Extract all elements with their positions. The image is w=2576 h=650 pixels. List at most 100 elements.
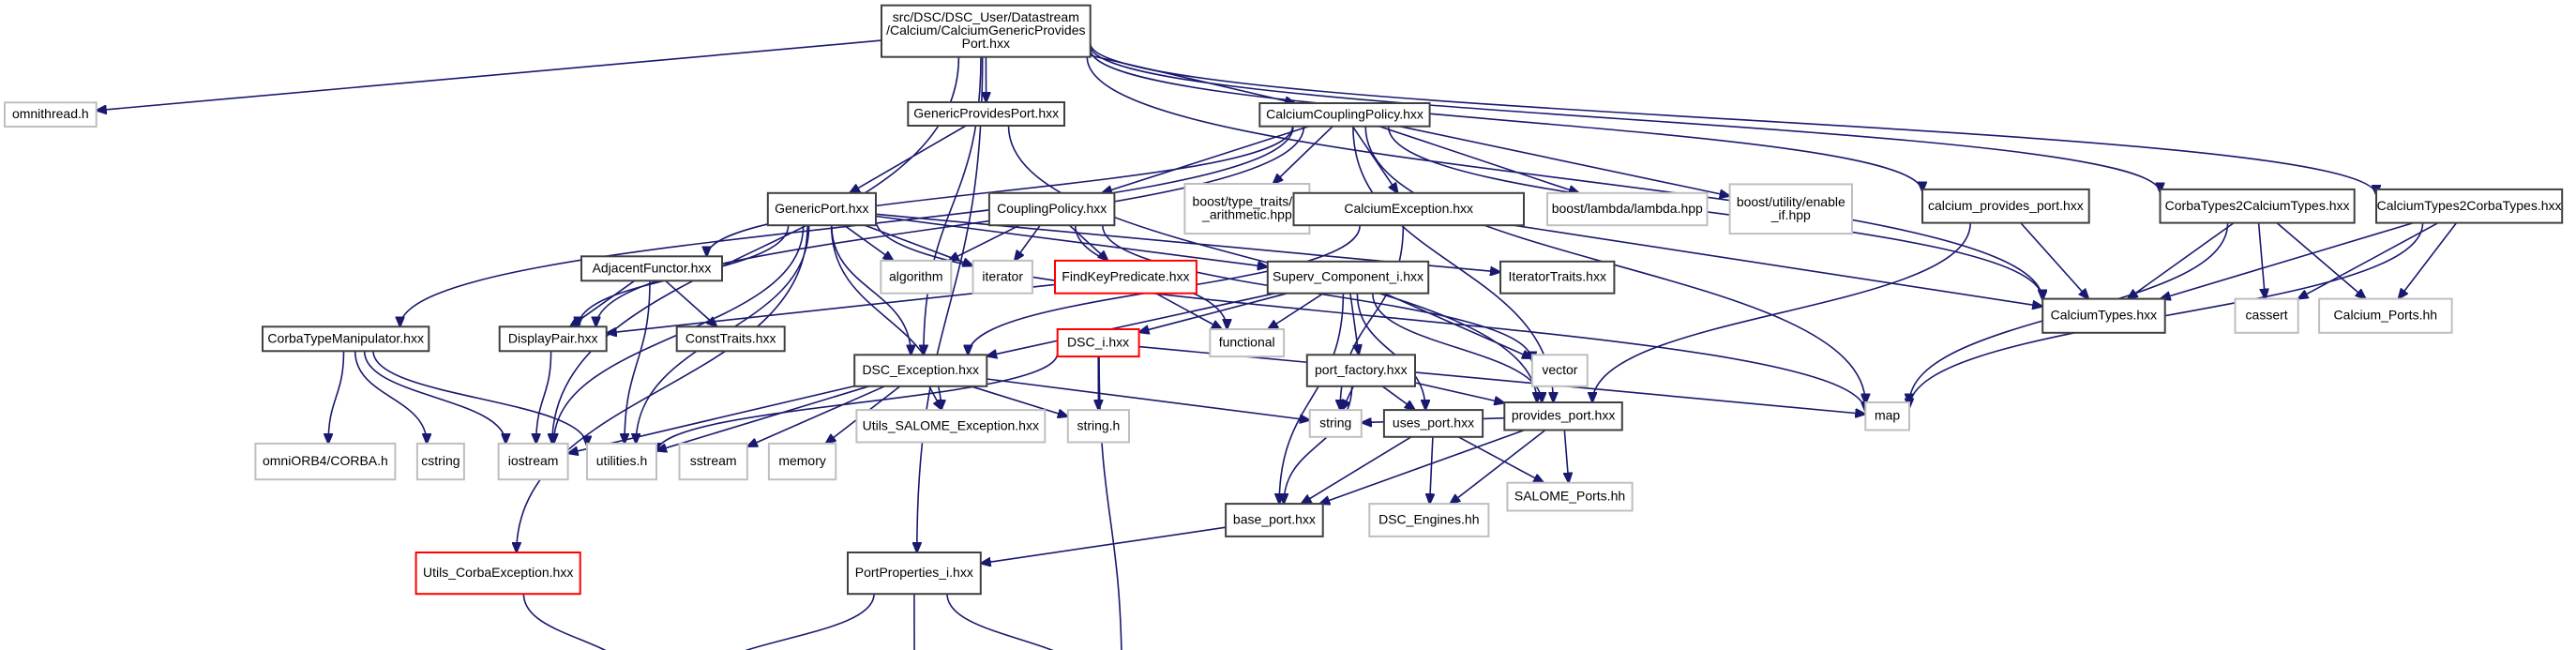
node-label: iostream [508, 453, 559, 468]
node-FindKeyPredicate[interactable]: FindKeyPredicate.hxx [1054, 259, 1198, 295]
edge-PortProperties_i-to-DSC_Basic [946, 594, 1054, 650]
node-label: string.h [1077, 417, 1120, 432]
node-provides_port[interactable]: provides_port.hxx [1503, 401, 1623, 431]
node-CorbaTypeManipulator[interactable]: CorbaTypeManipulator.hxx [262, 325, 430, 353]
edge-CalciumCouplingPolicy-to-lambda [1378, 125, 1579, 193]
node-label: DSC_Exception.hxx [862, 362, 979, 377]
node-cassert: cassert [2234, 297, 2299, 334]
node-box [855, 409, 1047, 444]
node-DSC_i[interactable]: DSC_i.hxx [1056, 328, 1140, 358]
node-is_arithmetic: boost/type_traits/is_arithmetic.hpp [1183, 183, 1311, 235]
edge-DSC_Exception-to-string_h [971, 385, 1068, 416]
edge-root-to-CalciumTypes [1086, 56, 2042, 300]
node-GenericProvidesPort[interactable]: GenericProvidesPort.hxx [907, 101, 1065, 127]
edge-DSC_Exception-to-sstream [747, 385, 885, 446]
node-GenericPort[interactable]: GenericPort.hxx [766, 191, 877, 227]
node-vector: vector [1530, 354, 1589, 387]
node-port_factory[interactable]: port_factory.hxx [1305, 354, 1417, 387]
node-base_port[interactable]: base_port.hxx [1225, 503, 1324, 537]
edge-calcium_provides_port-to-CalciumTypes [2020, 222, 2089, 299]
node-CalciumException[interactable]: CalciumException.hxx [1292, 191, 1525, 227]
node-CalciumCouplingPolicy[interactable]: CalciumCouplingPolicy.hxx [1258, 102, 1431, 128]
node-DisplayPair[interactable]: DisplayPair.hxx [498, 325, 608, 353]
edge-AdjacentFunctor-to-DisplayPair [570, 280, 636, 326]
edge-DSC_Exception-to-string [987, 378, 1310, 420]
edge-uses_port-to-base_port [1302, 436, 1412, 504]
edge-CorbaTypeManipulator-to-cstring [354, 351, 427, 444]
node-Superv_Component_i[interactable]: Superv_Component_i.hxx [1266, 260, 1430, 295]
node-CalciumTypes[interactable]: CalciumTypes.hxx [2041, 297, 2166, 334]
node-box [586, 442, 657, 481]
edge-CorbaTypes2CalciumTypes-to-CalciumTypes [2128, 221, 2235, 299]
edge-GenericPort-to-map [875, 219, 1865, 412]
node-box [907, 101, 1065, 127]
node-label: AdjacentFunctor.hxx [593, 260, 712, 275]
node-label: src/DSC/DSC_User/Datastream [893, 9, 1079, 24]
node-memory: memory [767, 442, 837, 481]
edge-DSC_Exception-to-iostream [568, 385, 855, 454]
node-label: cstring [421, 453, 459, 468]
node-box [1066, 409, 1131, 444]
edge-GenericPort-to-algorithm [843, 224, 893, 261]
node-iostream: iostream [497, 442, 569, 481]
node-lambda: boost/lambda/lambda.hpp [1546, 191, 1709, 227]
node-box [987, 191, 1116, 227]
edge-CalciumCouplingPolicy-to-provides_port [1352, 126, 1554, 402]
node-box [1530, 354, 1589, 387]
node-DSC_Engines: DSC_Engines.hh [1368, 503, 1490, 537]
node-uses_port[interactable]: uses_port.hxx [1382, 409, 1484, 438]
node-label: DisplayPair.hxx [508, 330, 598, 345]
node-CorbaTypes2CalciumTypes[interactable]: CorbaTypes2CalciumTypes.hxx [2159, 188, 2356, 224]
edge-AdjacentFunctor-to-ConstTraits [665, 280, 717, 326]
node-PortProperties_i[interactable]: PortProperties_i.hxx [847, 552, 982, 596]
edge-CorbaTypeManipulator-to-iostream [363, 351, 506, 444]
node-CouplingPolicy[interactable]: CouplingPolicy.hxx [987, 191, 1116, 227]
node-box [1382, 409, 1484, 438]
nodes-layer: src/DSC/DSC_User/Datastream/Calcium/Calc… [4, 4, 2564, 596]
edge-DSC_i-to-DSC_Basic [1098, 356, 1122, 650]
node-root[interactable]: src/DSC/DSC_User/Datastream/Calcium/Calc… [881, 4, 1092, 58]
node-Utils_CorbaException[interactable]: Utils_CorbaException.hxx [414, 552, 581, 596]
node-box [2318, 297, 2453, 334]
node-label: calcium_provides_port.hxx [1928, 198, 2084, 213]
node-label: memory [778, 453, 826, 468]
node-functional: functional [1209, 328, 1286, 358]
node-IteratorTraits[interactable]: IteratorTraits.hxx [1499, 260, 1616, 295]
node-box [1921, 188, 2090, 224]
edge-provides_port-to-SALOME_Ports [1564, 430, 1569, 482]
node-label: functional [1219, 335, 1275, 350]
node-CalciumTypes2CorbaTypes[interactable]: CalciumTypes2CorbaTypes.hxx [2375, 188, 2564, 224]
node-label: omnithread.h [12, 106, 89, 121]
edge-Superv_Component_i-to-vector [1383, 292, 1532, 358]
edge-CalciumCouplingPolicy-to-enable_if [1399, 125, 1729, 196]
node-box [1056, 328, 1140, 358]
node-DSC_Exception[interactable]: DSC_Exception.hxx [853, 354, 988, 387]
edge-Superv_Component_i-to-functional [1268, 293, 1324, 329]
node-label: boost/utility/enable [1737, 194, 1845, 209]
edge-CouplingPolicy-to-iterator [1015, 224, 1041, 261]
node-ConstTraits[interactable]: ConstTraits.hxx [675, 325, 786, 353]
edge-DSC_i-to-utilities [656, 353, 1059, 452]
edge-DSC_Exception-to-utilities [656, 385, 869, 451]
node-box [881, 4, 1092, 58]
node-label: map [1875, 408, 1900, 423]
node-AdjacentFunctor[interactable]: AdjacentFunctor.hxx [580, 255, 723, 282]
edge-Superv_Component_i-to-base_port [1279, 293, 1345, 504]
node-label: CalciumTypes2CorbaTypes.hxx [2377, 198, 2562, 213]
node-box [1728, 183, 1853, 235]
edge-CalciumCouplingPolicy-to-is_arithmetic [1273, 126, 1333, 184]
node-calcium_provides_port[interactable]: calcium_provides_port.hxx [1921, 188, 2090, 224]
edge-GenericPort-to-DSC_Exception [831, 225, 911, 355]
edge-CalciumCouplingPolicy-to-AdjacentFunctor [707, 126, 1294, 257]
edge-root-to-iostream [552, 56, 960, 444]
node-box [678, 442, 748, 481]
edges-layer [97, 39, 2458, 650]
node-iterator: iterator [972, 259, 1033, 295]
node-enable_if: boost/utility/enable_if.hpp [1728, 183, 1853, 235]
edge-CorbaTypeManipulator-to-omniORB4 [328, 351, 345, 444]
edge-CalciumCouplingPolicy-to-CalciumException [1351, 126, 1397, 193]
edge-GenericProvidesPort-to-GenericPort [850, 125, 967, 193]
edge-FindKeyPredicate-to-functional [1155, 292, 1223, 329]
node-box [580, 255, 723, 282]
